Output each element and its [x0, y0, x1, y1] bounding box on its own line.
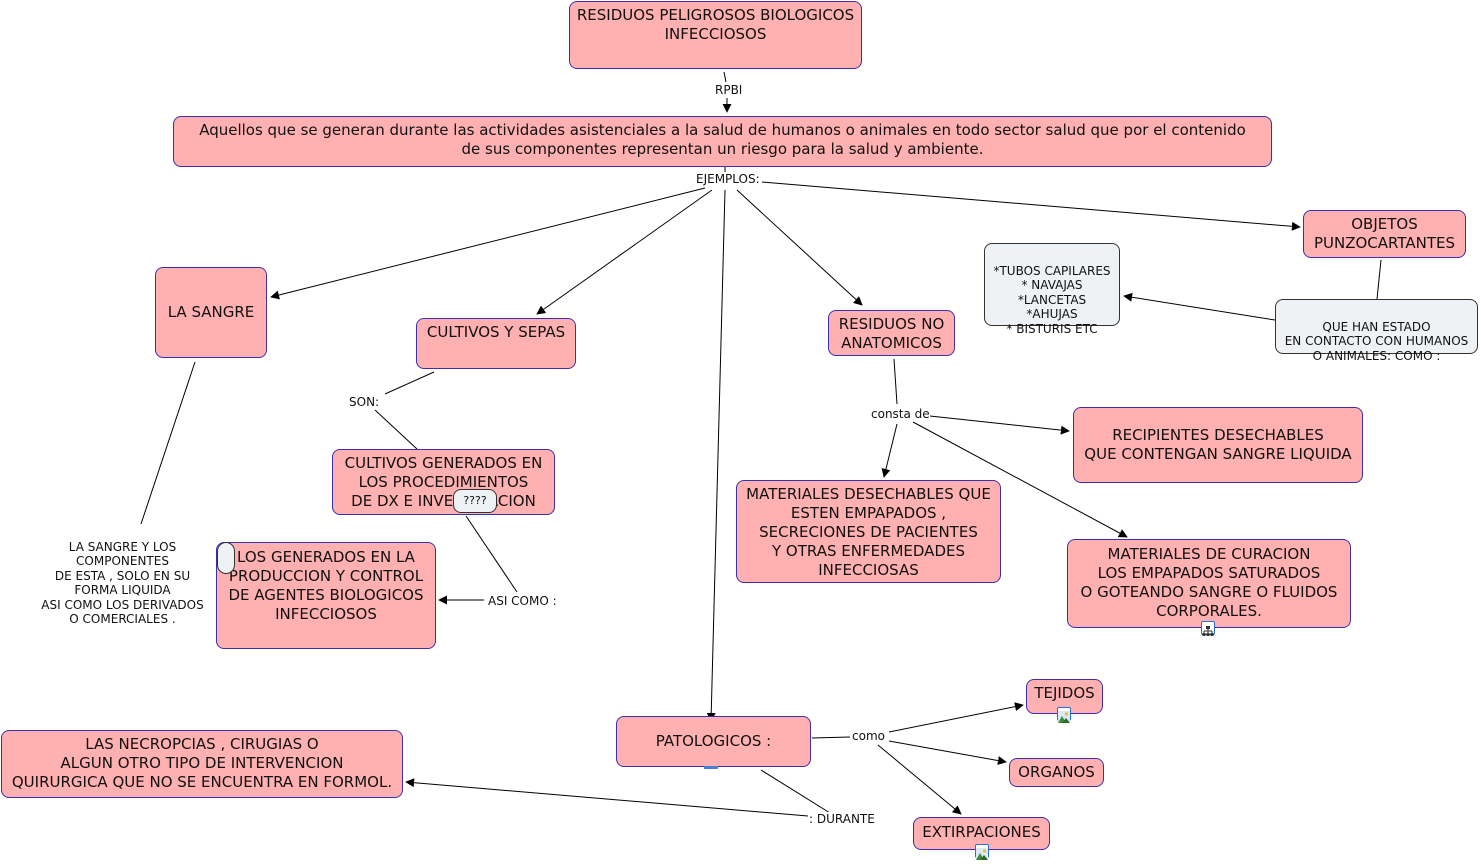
link-durante-necropcias: [405, 778, 809, 817]
concept-map-icon[interactable]: [1201, 621, 1215, 636]
link-sangre-desc: [140, 361, 196, 525]
concept-sangre-text: LA SANGRE: [167, 303, 255, 321]
image-icon[interactable]: [1057, 707, 1071, 723]
question-bubble-text: ????: [463, 494, 487, 507]
concept-patologicos-text: PATOLOGICOS :: [655, 732, 772, 750]
concept-organos[interactable]: ORGANOS: [1009, 758, 1104, 787]
concept-necropcias-text: LAS NECROPCIAS , CIRUGIAS O ALGUN OTRO T…: [11, 735, 393, 791]
note-tubos-text: *TUBOS CAPILARES * NAVAJAS *LANCETAS *AH…: [993, 263, 1111, 336]
link-ejemplos-noanatomicos: [736, 189, 863, 306]
concept-no-anatomicos-text: RESIDUOS NO ANATOMICOS: [838, 315, 945, 352]
concept-title-text: RESIDUOS PELIGROSOS BIOLOGICOS INFECCIOS…: [576, 6, 855, 43]
concept-tejidos-text: TEJIDOS: [1034, 684, 1095, 702]
link-label-son: SON:: [349, 395, 380, 409]
link-ejemplos-sangre: [270, 187, 706, 300]
link-label-consta-de: consta de: [871, 407, 930, 421]
concept-sangre[interactable]: LA SANGRE: [155, 267, 267, 358]
link-generados-asicomo: [465, 515, 518, 593]
link-consta-curacion: [912, 421, 1128, 538]
concept-objetos[interactable]: OBJETOS PUNZOCARTANTES: [1303, 210, 1466, 258]
link-objetos-contacto: [1376, 259, 1382, 300]
question-bubble[interactable]: ????: [453, 489, 497, 513]
note-tubos[interactable]: *TUBOS CAPILARES * NAVAJAS *LANCETAS *AH…: [984, 243, 1120, 336]
link-como-extirpaciones: [877, 744, 962, 815]
link-title-rpbi: [723, 71, 727, 83]
concept-organos-text: ORGANOS: [1018, 763, 1095, 781]
link-ejemplos-cultivos: [536, 189, 713, 315]
concept-objetos-text: OBJETOS PUNZOCARTANTES: [1313, 215, 1456, 252]
concept-title[interactable]: RESIDUOS PELIGROSOS BIOLOGICOS INFECCIOS…: [569, 1, 862, 69]
sangre-description-text: LA SANGRE Y LOS COMPONENTES DE ESTA , SO…: [41, 539, 204, 627]
concept-necropcias[interactable]: LAS NECROPCIAS , CIRUGIAS O ALGUN OTRO T…: [1, 730, 403, 798]
link-label-rpbi: RPBI: [715, 83, 743, 97]
collapse-handle[interactable]: [217, 542, 235, 574]
concept-recipientes-text: RECIPIENTES DESECHABLES QUE CONTENGAN SA…: [1084, 426, 1352, 463]
concept-extirpaciones-text: EXTIRPACIONES: [922, 823, 1041, 841]
sangre-description: LA SANGRE Y LOS COMPONENTES DE ESTA , SO…: [30, 525, 215, 627]
link-noanatomicos-consta: [893, 358, 898, 405]
link-label-asi-como: ASI COMO :: [488, 594, 557, 608]
concept-generados-produccion[interactable]: LOS GENERADOS EN LA PRODUCCION Y CONTROL…: [216, 542, 436, 649]
concept-patologicos[interactable]: PATOLOGICOS :: [616, 716, 811, 767]
link-patologicos-durante: [760, 769, 831, 814]
concept-materiales-desechables[interactable]: MATERIALES DESECHABLES QUE ESTEN EMPAPAD…: [736, 480, 1001, 583]
concept-cultivos-text: CULTIVOS Y SEPAS: [426, 323, 566, 341]
concept-materiales-curacion-text: MATERIALES DE CURACION LOS EMPAPADOS SAT…: [1080, 545, 1338, 620]
note-contacto[interactable]: QUE HAN ESTADO EN CONTACTO CON HUMANOS O…: [1275, 299, 1478, 363]
link-consta-materiales: [881, 423, 898, 478]
link-son-generados: [374, 409, 418, 450]
concept-materiales-desechables-text: MATERIALES DESECHABLES QUE ESTEN EMPAPAD…: [746, 485, 991, 579]
link-label-como: como: [852, 729, 885, 743]
concept-cultivos-generados-text: CULTIVOS GENERADOS EN LOS PROCEDIMIENTOS…: [344, 454, 543, 510]
concept-generados-produccion-text: LOS GENERADOS EN LA PRODUCCION Y CONTROL…: [228, 548, 424, 623]
resource-indicator[interactable]: [704, 766, 718, 769]
link-como-organos: [888, 740, 1007, 765]
link-como-tejidos: [888, 702, 1024, 733]
concept-cultivos-generados[interactable]: CULTIVOS GENERADOS EN LOS PROCEDIMIENTOS…: [332, 449, 555, 515]
link-ejemplos-objetos: [761, 181, 1301, 231]
link-contacto-tubos: [1123, 292, 1276, 321]
concept-materiales-curacion[interactable]: MATERIALES DE CURACION LOS EMPAPADOS SAT…: [1067, 539, 1351, 628]
concept-no-anatomicos[interactable]: RESIDUOS NO ANATOMICOS: [828, 310, 955, 356]
note-contacto-text: QUE HAN ESTADO EN CONTACTO CON HUMANOS O…: [1284, 319, 1469, 363]
link-ejemplos-patologicos: [706, 189, 726, 722]
link-cultivos-son: [384, 371, 435, 395]
image-icon[interactable]: [975, 844, 989, 860]
concept-cultivos[interactable]: CULTIVOS Y SEPAS: [416, 318, 576, 369]
link-label-durante: : DURANTE: [809, 812, 875, 826]
concept-recipientes[interactable]: RECIPIENTES DESECHABLES QUE CONTENGAN SA…: [1073, 407, 1363, 483]
link-patologicos-como: [811, 736, 851, 739]
link-consta-recipientes: [929, 415, 1070, 435]
concept-definition[interactable]: Aquellos que se generan durante las acti…: [173, 116, 1272, 167]
concept-definition-text: Aquellos que se generan durante las acti…: [199, 121, 1246, 158]
link-label-ejemplos: EJEMPLOS:: [696, 172, 760, 186]
